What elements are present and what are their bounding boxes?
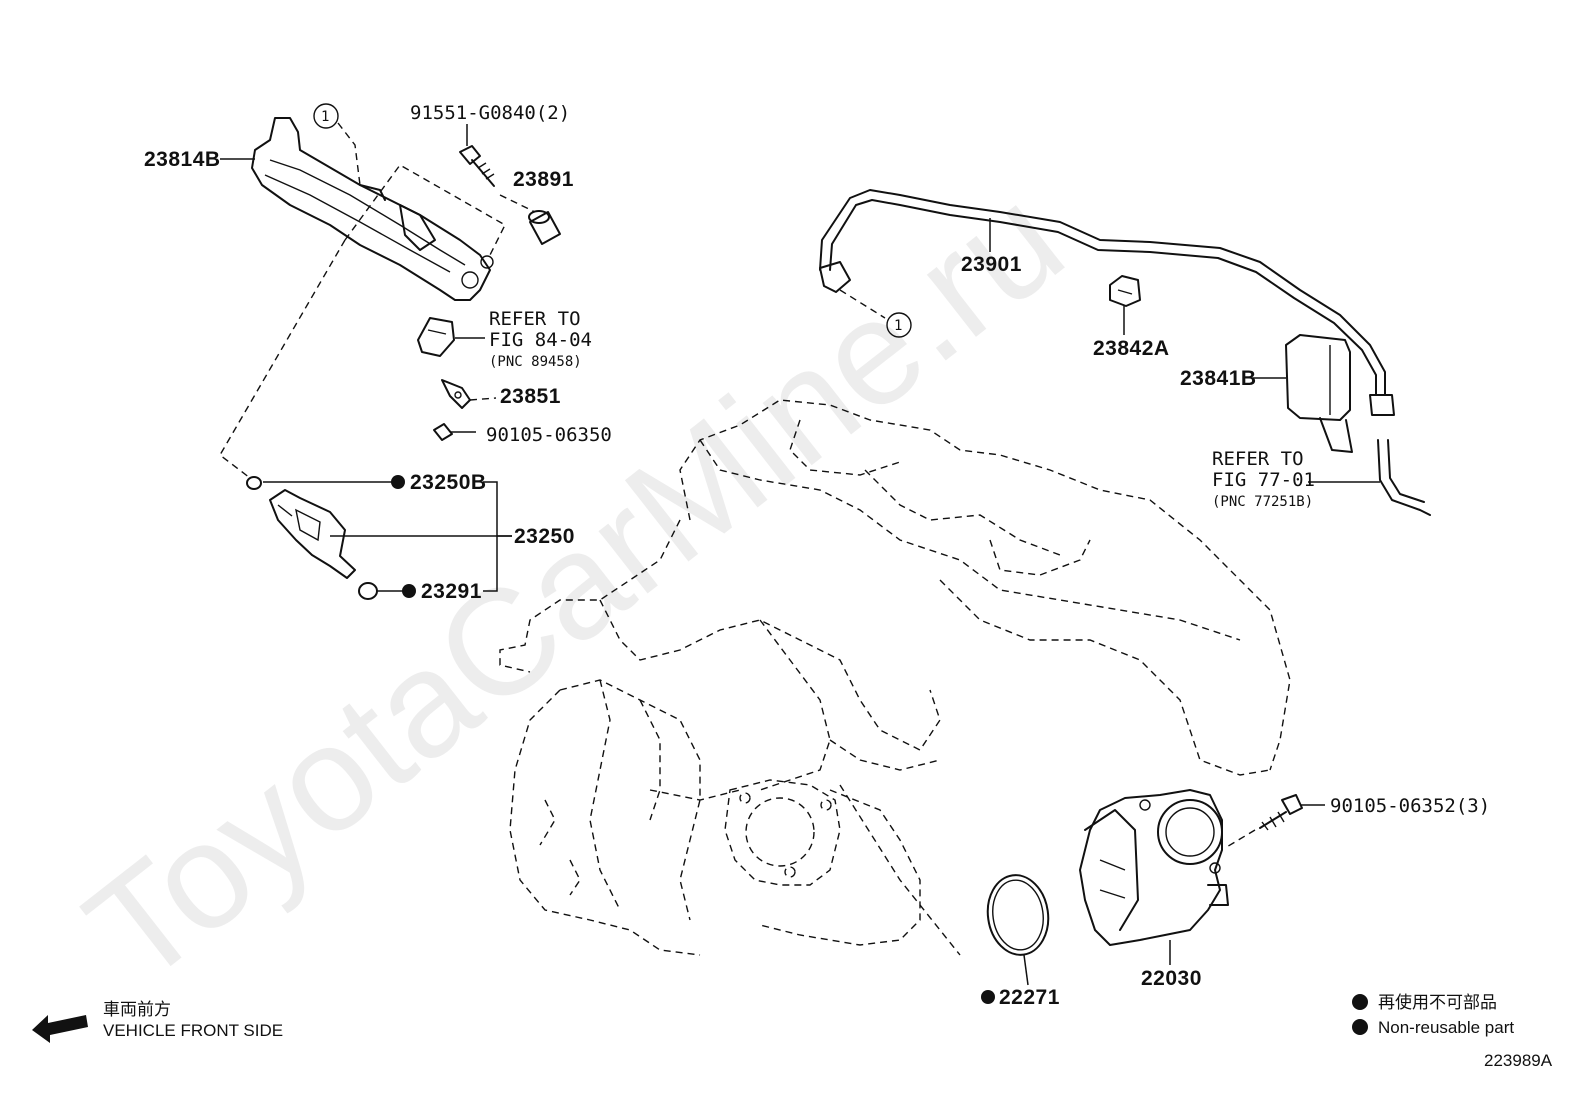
legend-en: Non-reusable part	[1378, 1018, 1514, 1037]
label-23901: 23901	[961, 253, 1022, 276]
label-90105-06352: 90105-06352(3)	[1330, 795, 1490, 817]
callout-marker-top: 1	[313, 103, 339, 129]
bolt-90105-06350	[433, 423, 476, 441]
label-90105-06350: 90105-06350	[486, 424, 612, 446]
insulator-23291	[358, 582, 378, 600]
o-ring-23250B	[246, 476, 262, 490]
fuel-delivery-pipe	[251, 117, 494, 301]
label-91551: 91551-G0840(2)	[410, 102, 570, 124]
svg-text:1: 1	[894, 318, 902, 334]
legend-dot-icon	[1352, 994, 1368, 1010]
bracket-23851	[441, 379, 471, 409]
label-23851: 23851	[500, 385, 561, 408]
ref-b-line2: FIG 77-01	[1212, 469, 1315, 491]
gasket-22271	[986, 874, 1050, 956]
ref-b-line1: REFER TO	[1212, 448, 1304, 470]
ref-b-line3: (PNC 77251B)	[1212, 494, 1313, 510]
ref-a-line1: REFER TO	[489, 308, 581, 330]
label-23250: 23250	[514, 525, 575, 548]
ref-a-line2: FIG 84-04	[489, 329, 592, 351]
collar-23891	[528, 210, 561, 245]
ref-a-line3: (PNC 89458)	[489, 354, 582, 370]
label-23250B: 23250B	[410, 471, 487, 494]
vehicle-front-arrow-icon	[32, 1015, 88, 1043]
label-22030: 22030	[1141, 967, 1202, 990]
fuel-pressure-sensor	[417, 317, 455, 357]
bolt-90105-06352	[1259, 794, 1303, 831]
non-reusable-dot	[391, 475, 405, 489]
legend: 再使用不可部品 Non-reusable part	[1352, 992, 1514, 1037]
legend-dot-icon	[1352, 1019, 1368, 1035]
label-23291: 23291	[421, 580, 482, 603]
svg-text:1: 1	[321, 109, 329, 125]
non-reusable-dot	[402, 584, 416, 598]
vehicle-front-en: VEHICLE FRONT SIDE	[103, 1021, 283, 1040]
legend-jp: 再使用不可部品	[1378, 992, 1497, 1012]
fuel-hose-23901	[819, 189, 1395, 416]
callout-marker-hose: 1	[886, 312, 912, 338]
bolt-91551	[459, 145, 495, 187]
non-reusable-dot	[981, 990, 995, 1004]
watermark: ToyotaCarMine.ru	[56, 154, 1092, 1015]
engine-outline	[499, 399, 1291, 956]
label-23891: 23891	[513, 168, 574, 191]
throttle-body-22030	[1079, 789, 1229, 946]
pulsation-damper-23841B	[1285, 334, 1353, 453]
label-23842A: 23842A	[1093, 337, 1170, 360]
label-22271: 22271	[999, 986, 1060, 1009]
fuel-line-ref-77-01	[1377, 439, 1431, 516]
vehicle-front-jp: 車両前方	[103, 1000, 171, 1019]
clip-23842A	[1109, 275, 1141, 307]
label-23841B: 23841B	[1180, 367, 1257, 390]
label-23814B: 23814B	[144, 148, 221, 171]
fuel-injector-23250	[269, 489, 356, 579]
figure-id: 223989A	[1484, 1051, 1553, 1070]
